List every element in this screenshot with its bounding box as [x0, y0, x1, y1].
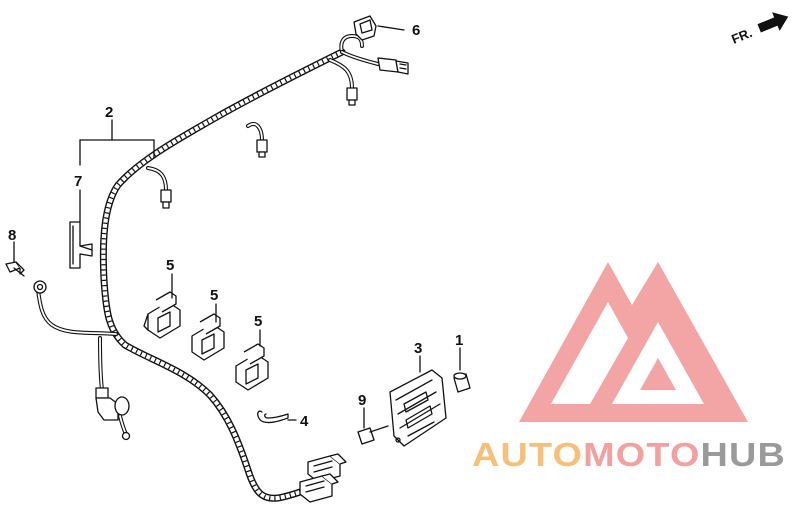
callout-5c: 5 [254, 313, 262, 330]
callout-8: 8 [8, 227, 16, 244]
part-8-bolt[interactable] [5, 261, 25, 277]
sensor-plug-middle[interactable] [256, 139, 268, 158]
watermark-word-auto: AUTO [472, 436, 583, 473]
callout-7: 7 [74, 173, 82, 190]
watermark-logo [519, 262, 748, 422]
front-direction-label: FR. [729, 25, 754, 47]
sensor-plug-left[interactable] [160, 189, 172, 209]
callout-5a: 5 [166, 257, 174, 274]
callout-6: 6 [412, 22, 420, 39]
sensor-plug-top[interactable] [346, 87, 358, 106]
watermark-word-moto: MOTO [583, 436, 700, 473]
callout-labels: 2 7 8 5 5 5 4 6 3 1 9 [8, 22, 463, 430]
leader-lines [13, 25, 461, 429]
wire-harness [99, 48, 346, 502]
part-9-bolt[interactable] [357, 425, 389, 445]
part-3-bracket-plate[interactable] [389, 369, 447, 447]
part-4-band-clamp[interactable] [257, 410, 289, 424]
cap-connector[interactable] [95, 387, 131, 441]
part-5-wire-clip-upper[interactable] [143, 291, 181, 339]
callout-2: 2 [105, 104, 113, 121]
top-coupler-connector[interactable] [377, 57, 409, 75]
harness-bottom-connector-lower[interactable] [299, 473, 339, 503]
part-6-wire-clamp[interactable] [353, 15, 377, 41]
ground-ring-terminal[interactable] [33, 280, 47, 294]
part-5-wire-clip-middle[interactable] [191, 313, 225, 361]
callout-3: 3 [414, 340, 422, 357]
front-direction-indicator: FR. [729, 12, 789, 47]
callout-1: 1 [455, 332, 463, 349]
part-7-harness-holder[interactable] [69, 221, 93, 269]
watermark-word-hub: HUB [701, 436, 786, 473]
callout-4: 4 [300, 413, 309, 430]
front-arrow-icon [757, 12, 789, 33]
harness-branch-wires [36, 34, 380, 392]
part-1-collar[interactable] [453, 372, 471, 393]
part-5-wire-clip-lower[interactable] [235, 343, 269, 391]
callout-9: 9 [358, 392, 366, 409]
callout-5b: 5 [210, 287, 218, 304]
